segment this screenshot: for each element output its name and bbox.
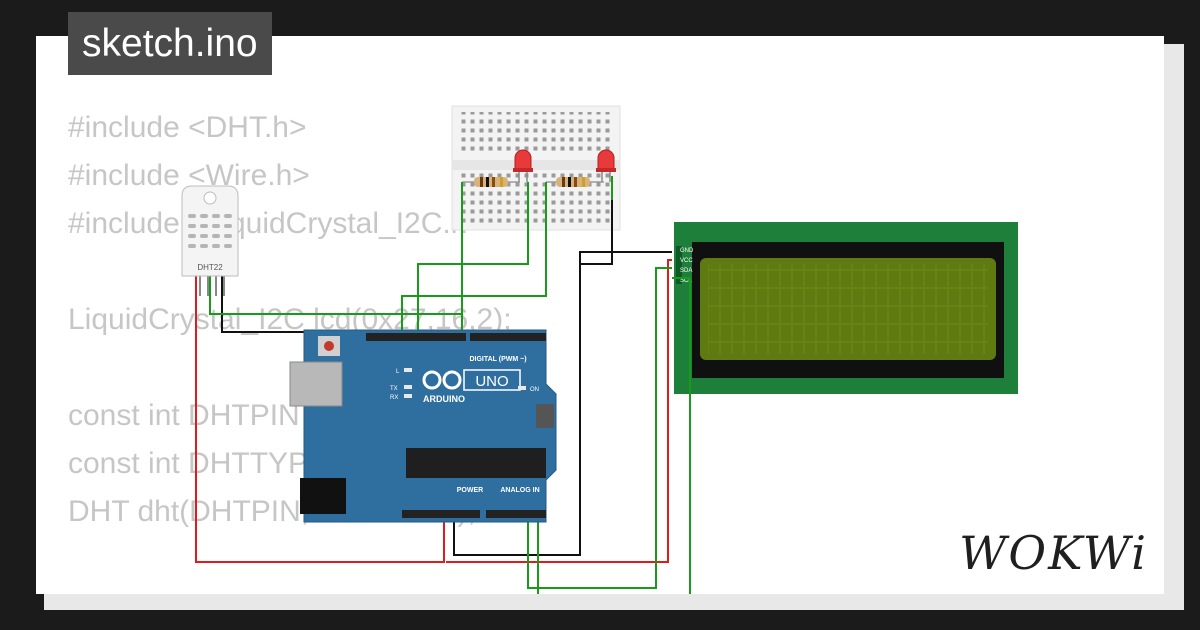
breadboard[interactable] [451,105,621,231]
power-jack [300,478,346,514]
simulation-canvas[interactable]: #include <DHT.h>#include <Wire.h>#includ… [36,36,1164,594]
dht22-label: DHT22 [197,263,223,272]
lcd-pin-gnd: GND [680,248,694,254]
led-on-label: ON [530,387,539,393]
file-tab[interactable]: sketch.ino [68,12,272,75]
atmega-chip [406,448,546,478]
wokwi-logo: WOKWi [959,526,1148,580]
digital-pins-label: DIGITAL (PWM ~) [469,356,526,363]
circuit-diagram[interactable]: GND VCC SDA SCL [36,36,1164,594]
led-tx-label: TX [390,386,398,392]
arduino-uno[interactable]: DIGITAL (PWM ~) UNO ARDUINO L TX RX [289,329,557,523]
led-rx-label: RX [390,395,398,401]
arduino-brand: ARDUINO [423,394,465,404]
code-line: bool backlight = true; [68,584,512,594]
dht22-sensor[interactable]: DHT22 [181,185,239,296]
lcd-1602-i2c[interactable]: GND VCC SDA SCL [674,222,1018,394]
led-1[interactable] [513,149,533,182]
analog-pins-label: ANALOG IN [500,487,539,494]
lcd-pin-sda: SDA [680,268,692,274]
lcd-pin-vcc: VCC [680,258,693,264]
usb-port [289,361,343,407]
arduino-model: UNO [475,373,508,390]
reset-button[interactable] [324,341,334,351]
code-line: #include <DHT.h> [68,111,307,144]
resistor-1[interactable] [462,177,520,187]
power-pins-label: POWER [457,487,483,494]
code-preview: #include <DHT.h>#include <Wire.h>#includ… [68,104,512,594]
led-2[interactable] [596,149,616,182]
lcd-pin-scl: SCL [680,278,692,284]
resistor-2[interactable] [546,177,604,187]
wires [195,176,691,594]
arduino-logo [422,369,521,391]
led-l-label: L [396,369,400,375]
